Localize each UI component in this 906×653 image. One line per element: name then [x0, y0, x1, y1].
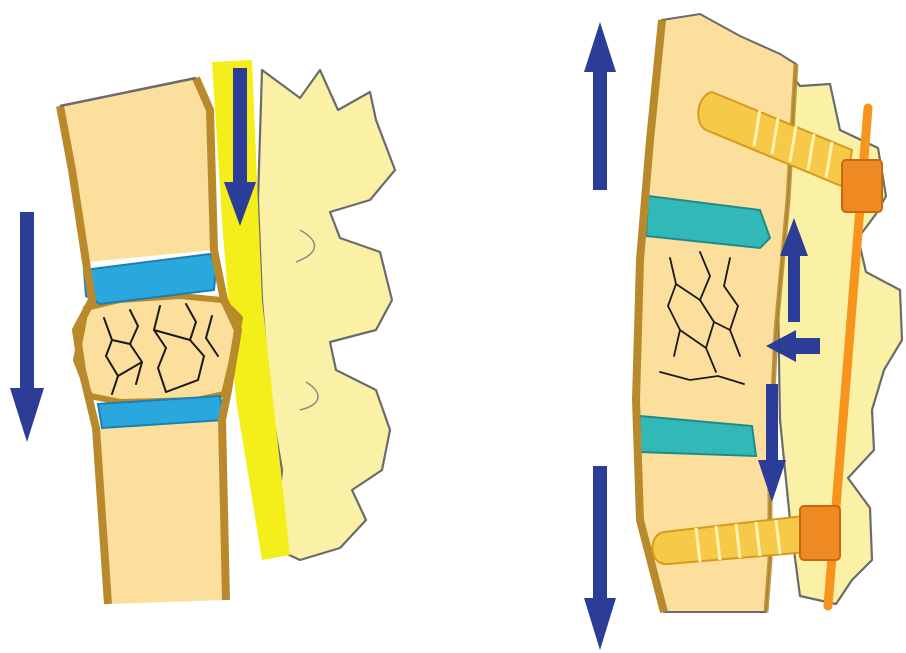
- upper-rod-connector: [842, 160, 882, 212]
- left-panel: [10, 60, 395, 604]
- arrow-up-icon: [584, 22, 616, 190]
- left-vertebral-body: [60, 78, 240, 604]
- right-panel: [584, 14, 902, 650]
- arrow-down-icon: [584, 466, 616, 650]
- lower-rod-connector: [800, 506, 840, 560]
- arrow-down-icon: [10, 212, 44, 442]
